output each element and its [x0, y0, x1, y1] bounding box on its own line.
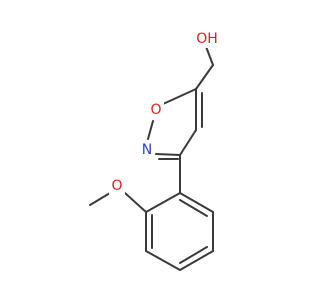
bond-ph-4-inner: [179, 246, 208, 264]
atom-labels: OH O N O: [109, 30, 218, 195]
bond-c5-o1: [162, 88, 197, 105]
bond-ph-ometh: [124, 192, 147, 213]
bond-ometh-ch3: [89, 192, 111, 206]
bond-o1-n2: [147, 120, 154, 140]
bond-ph-3: [145, 250, 181, 271]
bond-ph-1: [145, 192, 181, 213]
bond-ph-4: [179, 250, 214, 271]
structure-diagram: OH O N O: [89, 30, 218, 271]
bond-c5-ch2: [195, 64, 214, 90]
ring-oxygen-label: O: [150, 102, 161, 118]
hydroxyl-label: OH: [196, 31, 218, 47]
bond-c3-c4: [179, 129, 197, 156]
bonds: [89, 43, 214, 271]
bond-n2-c3: [155, 153, 181, 156]
bond-ph-6: [179, 192, 214, 213]
methoxy-oxygen-label: O: [111, 178, 122, 194]
bond-ph-6-inner: [179, 199, 208, 217]
ring-nitrogen-label: N: [142, 142, 152, 158]
